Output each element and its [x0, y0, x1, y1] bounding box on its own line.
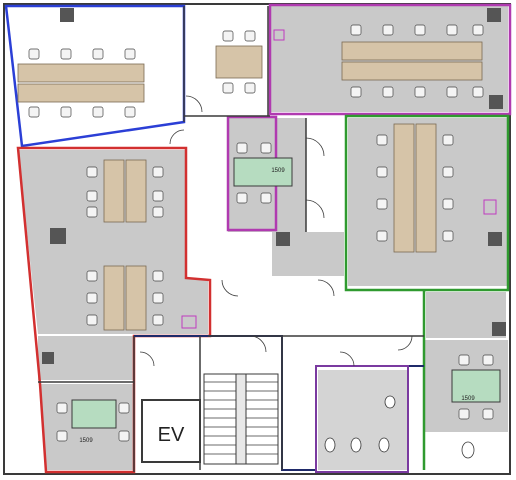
chair	[446, 86, 458, 98]
meeting-table-bottom-right	[451, 369, 501, 403]
chairs	[28, 24, 494, 442]
chair	[152, 292, 164, 304]
toilets	[324, 395, 475, 459]
outlet-symbols	[181, 29, 497, 329]
chair	[118, 430, 130, 442]
meeting-table-bottom-left	[71, 399, 117, 429]
chair	[124, 48, 136, 60]
chair	[86, 166, 98, 178]
chair	[442, 230, 454, 242]
chair	[92, 106, 104, 118]
desk-cluster-top-left	[17, 63, 145, 103]
chair	[124, 106, 136, 118]
chair	[376, 230, 388, 242]
chair	[382, 86, 394, 98]
chair	[414, 86, 426, 98]
meeting-table-center	[233, 157, 293, 187]
chair	[86, 292, 98, 304]
chair	[376, 166, 388, 178]
table-label-center: 1509	[271, 168, 285, 174]
chair	[86, 270, 98, 282]
chair	[414, 24, 426, 36]
elevator-shaft	[141, 399, 201, 463]
chair	[60, 48, 72, 60]
desk-cluster-right-mid	[393, 123, 437, 253]
chair	[376, 134, 388, 146]
chair	[222, 30, 234, 42]
stair-treads	[204, 381, 278, 455]
elevator-label: EV	[158, 424, 185, 446]
zone-purple-wc	[315, 365, 409, 473]
chair	[60, 106, 72, 118]
chair	[56, 430, 68, 442]
chair	[152, 166, 164, 178]
staircase	[203, 373, 279, 465]
desk-cluster-left-upper	[103, 159, 147, 223]
chair	[86, 190, 98, 202]
chair	[56, 402, 68, 414]
chair	[118, 402, 130, 414]
chair	[482, 408, 494, 420]
chair	[446, 24, 458, 36]
table-label-bottom-right: 1509	[461, 396, 475, 402]
chair	[260, 192, 272, 204]
chair	[350, 24, 362, 36]
chair	[350, 86, 362, 98]
chair	[482, 354, 494, 366]
chair	[152, 190, 164, 202]
chair	[472, 24, 484, 36]
chair	[92, 48, 104, 60]
chair	[86, 314, 98, 326]
chair	[152, 314, 164, 326]
chair	[376, 198, 388, 210]
chair	[152, 206, 164, 218]
chair	[28, 48, 40, 60]
toilet-area	[318, 370, 408, 470]
columns	[42, 8, 506, 364]
desk-cluster-top-right	[341, 41, 483, 81]
zone-magenta-top	[268, 3, 512, 116]
chair	[458, 408, 470, 420]
chair	[382, 24, 394, 36]
chair	[236, 192, 248, 204]
desk-top-mid	[215, 45, 263, 79]
chair	[28, 106, 40, 118]
chair	[442, 198, 454, 210]
chair	[152, 270, 164, 282]
chair	[472, 86, 484, 98]
chair	[244, 30, 256, 42]
chair	[236, 142, 248, 154]
chair	[442, 166, 454, 178]
door-swings	[139, 95, 413, 367]
chair	[442, 134, 454, 146]
chair	[260, 142, 272, 154]
table-label-bottom-left: 1509	[79, 438, 93, 444]
zone-green	[344, 114, 510, 292]
chair	[458, 354, 470, 366]
chair	[86, 206, 98, 218]
chair	[222, 82, 234, 94]
chair	[244, 82, 256, 94]
desk-cluster-left-lower	[103, 265, 147, 331]
